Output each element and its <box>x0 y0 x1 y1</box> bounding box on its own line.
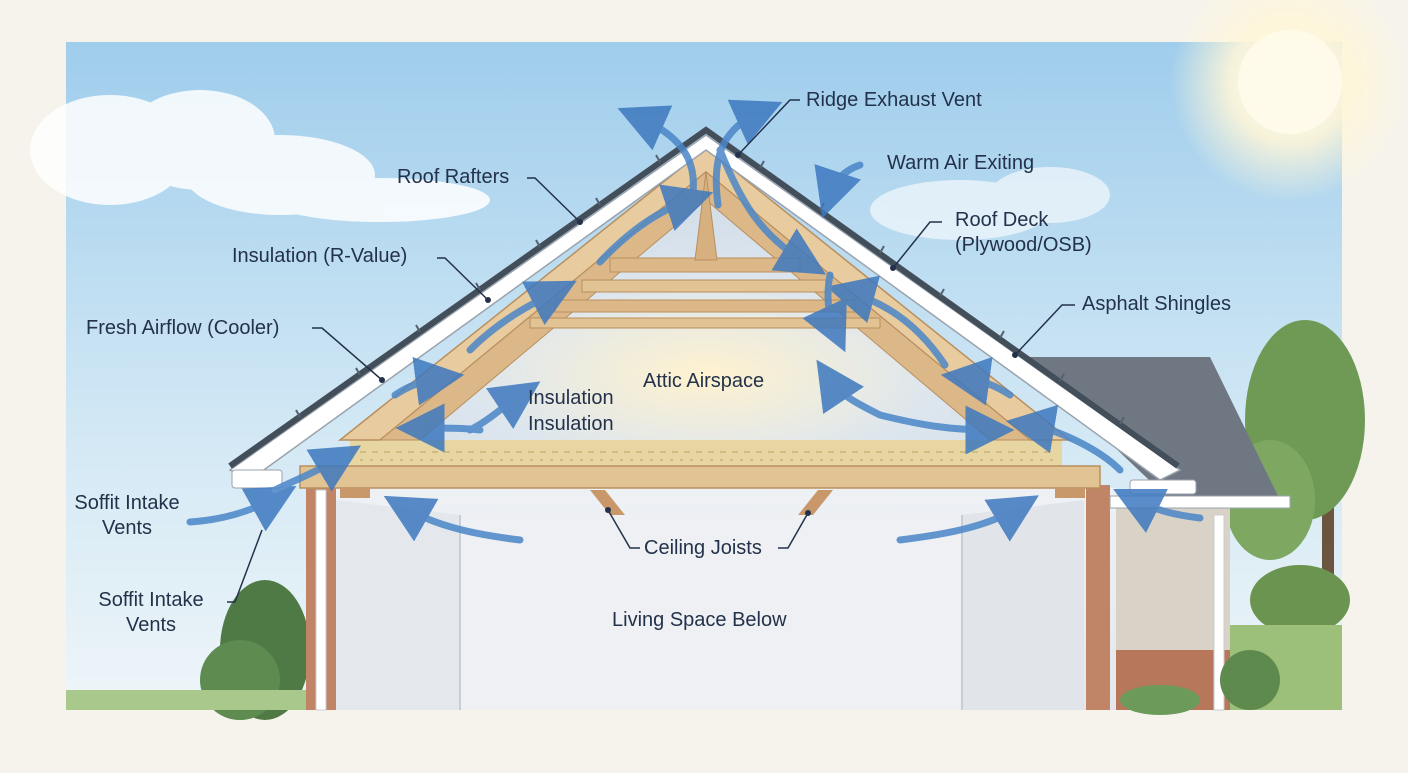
airflow-insulation-left <box>395 403 484 453</box>
label-ridge-exhaust-vent: Ridge Exhaust Vent <box>806 89 982 111</box>
shrub-right-low <box>1120 685 1200 715</box>
insulation-texture <box>360 451 1055 461</box>
airflow-left-mid <box>466 280 577 354</box>
roof-deck <box>228 134 1182 481</box>
airflow-interior-right <box>896 495 1039 544</box>
label-insulation-r-value: Insulation (R-Value) <box>232 245 408 267</box>
label-fresh-airflow: Fresh Airflow (Cooler) <box>86 317 280 339</box>
label-roof-rafters: Roof Rafters <box>397 166 510 188</box>
airflow-interior-left <box>383 495 524 544</box>
label-living-space-below: Living Space Below <box>612 609 787 631</box>
label-asphalt-shingles: Asphalt Shingles <box>1082 293 1231 315</box>
asphalt-shingles <box>228 126 1180 469</box>
shingle-ticks <box>295 154 1125 425</box>
gutter-left <box>231 469 283 489</box>
airflow-left-upper <box>596 184 714 266</box>
label-soffit-intake-vents-1: Soffit Intake Vents <box>74 492 180 539</box>
leader-dots <box>379 152 1018 516</box>
airflow-soffit-left-up <box>271 445 362 494</box>
airflow-right-mid <box>826 275 949 369</box>
label-roof-deck: Roof Deck (Plywood/OSB) <box>955 209 1092 256</box>
cloud-right <box>870 167 1110 240</box>
airflow-right-down <box>802 271 847 353</box>
airflow-right-upper <box>716 146 827 275</box>
cloud-left <box>30 90 490 222</box>
airflow-right-lower <box>940 356 1014 406</box>
ceiling-joist-beam <box>299 465 1101 489</box>
label-ceiling-joists: Ceiling Joists <box>644 537 762 559</box>
airflow-warm-exit <box>814 161 864 219</box>
airflow-attic-right <box>876 405 1015 455</box>
downspout-right <box>1213 514 1225 711</box>
interior-back-wall <box>460 515 962 710</box>
insulation-layer <box>350 440 1062 466</box>
airflow-soffit-right <box>1113 489 1204 533</box>
airflow-attic-center <box>816 359 884 419</box>
label-insulation-1: Insulation <box>528 387 614 409</box>
airflow-arrows <box>186 99 1204 544</box>
brick-pier-right <box>1086 485 1110 710</box>
garage-roof <box>1020 357 1280 500</box>
label-attic-airspace: Attic Airspace <box>643 370 765 392</box>
label-warm-air-exiting: Warm Air Exiting <box>887 152 1035 174</box>
shrub-right <box>1220 650 1280 710</box>
lawn-left <box>66 690 326 710</box>
interior-left-wall <box>336 500 460 710</box>
interior-right-wall <box>962 500 1084 710</box>
sun-core <box>1238 30 1342 134</box>
airflow-soffit-left <box>186 486 297 532</box>
collar-ties <box>529 257 881 329</box>
joist-brackets <box>340 488 1085 515</box>
airflow-left-lower <box>391 356 465 406</box>
airflow-right-eave <box>1005 404 1124 474</box>
label-soffit-intake-vents-2: Soffit Intake Vents <box>98 589 204 636</box>
gutter-right <box>1129 479 1197 495</box>
label-insulation-2: Insulation <box>528 413 614 435</box>
leader-lines <box>227 99 1075 603</box>
downspout-left <box>315 489 327 711</box>
